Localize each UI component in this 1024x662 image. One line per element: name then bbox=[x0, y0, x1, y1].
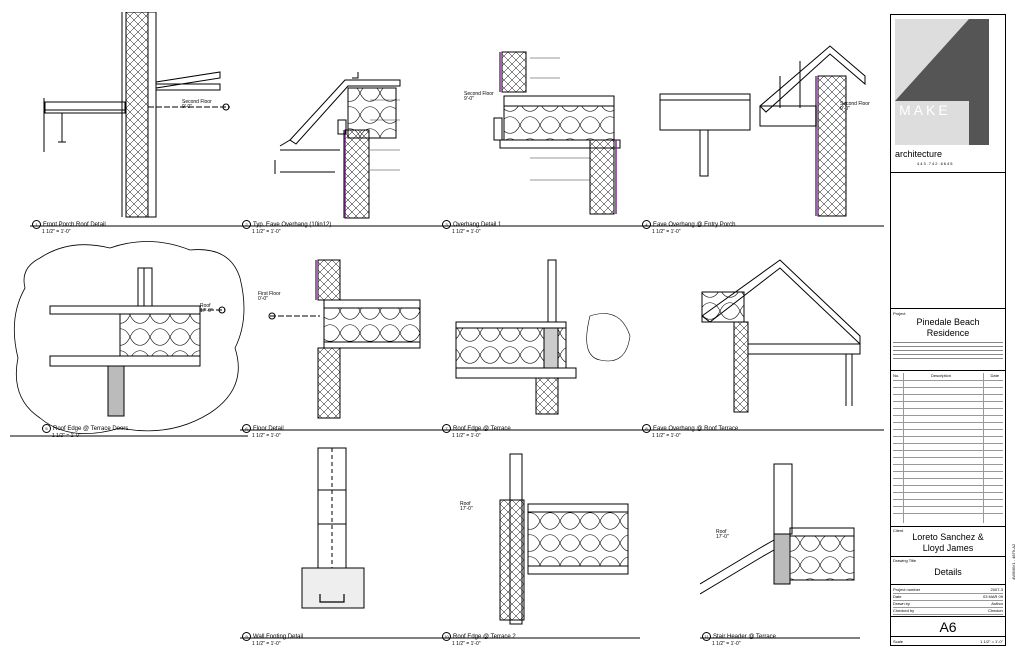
firm-logo: MAKE bbox=[895, 19, 989, 145]
detail-drawing bbox=[640, 45, 884, 227]
client-label: Client bbox=[893, 528, 904, 533]
blank-stamp-area bbox=[891, 173, 1005, 309]
detail-drawing bbox=[240, 447, 440, 639]
detail-drawing bbox=[440, 259, 640, 431]
drawing-title-label: Drawing Title bbox=[893, 558, 917, 563]
client-area: Client Loreto Sanchez & Lloyd James bbox=[891, 527, 1005, 557]
revisions-header: No. Description Date bbox=[893, 373, 999, 378]
project-area: Project Pinedale Beach Residence bbox=[891, 309, 1005, 371]
project-name-line-2: Residence bbox=[926, 328, 970, 338]
detail-drawing bbox=[240, 259, 440, 431]
detail-drawing bbox=[440, 51, 640, 227]
drawing-title-area: Drawing Title Details bbox=[891, 557, 1005, 585]
scale-label: Scale bbox=[893, 639, 904, 644]
drawing-title: Details bbox=[934, 567, 962, 577]
detail-drawing bbox=[440, 453, 640, 639]
client-name-line-1: Loreto Sanchez & bbox=[912, 532, 984, 542]
project-label: Project bbox=[893, 311, 906, 316]
sheet-number: A6 bbox=[939, 619, 957, 635]
client-name-line-2: Lloyd James bbox=[922, 543, 974, 553]
detail-drawing bbox=[700, 463, 860, 639]
logo-lettering: MAKE bbox=[899, 102, 951, 118]
sheet-side-label: 4W9MIV1 - 4879-A2 bbox=[1011, 543, 1016, 580]
scale-area: Scale 1 1/2" = 1'-0" bbox=[891, 637, 1005, 645]
scale-value: 1 1/2" = 1'-0" bbox=[980, 639, 1003, 644]
title-block: MAKE architecture 443.742.6645 Project P… bbox=[890, 14, 1006, 646]
firm-phone: 443.742.6645 bbox=[917, 161, 954, 166]
detail-drawing bbox=[10, 241, 248, 437]
detail-drawing bbox=[30, 12, 240, 227]
firm-name: architecture bbox=[895, 149, 943, 159]
project-name-line-1: Pinedale Beach bbox=[916, 317, 980, 327]
detail-drawing bbox=[640, 259, 884, 431]
detail-drawing bbox=[240, 72, 440, 227]
firm-logo-area: MAKE architecture 443.742.6645 bbox=[891, 15, 1005, 173]
revisions-table: No. Description Date bbox=[891, 371, 1005, 527]
sheet-number-area: A6 bbox=[891, 617, 1005, 637]
